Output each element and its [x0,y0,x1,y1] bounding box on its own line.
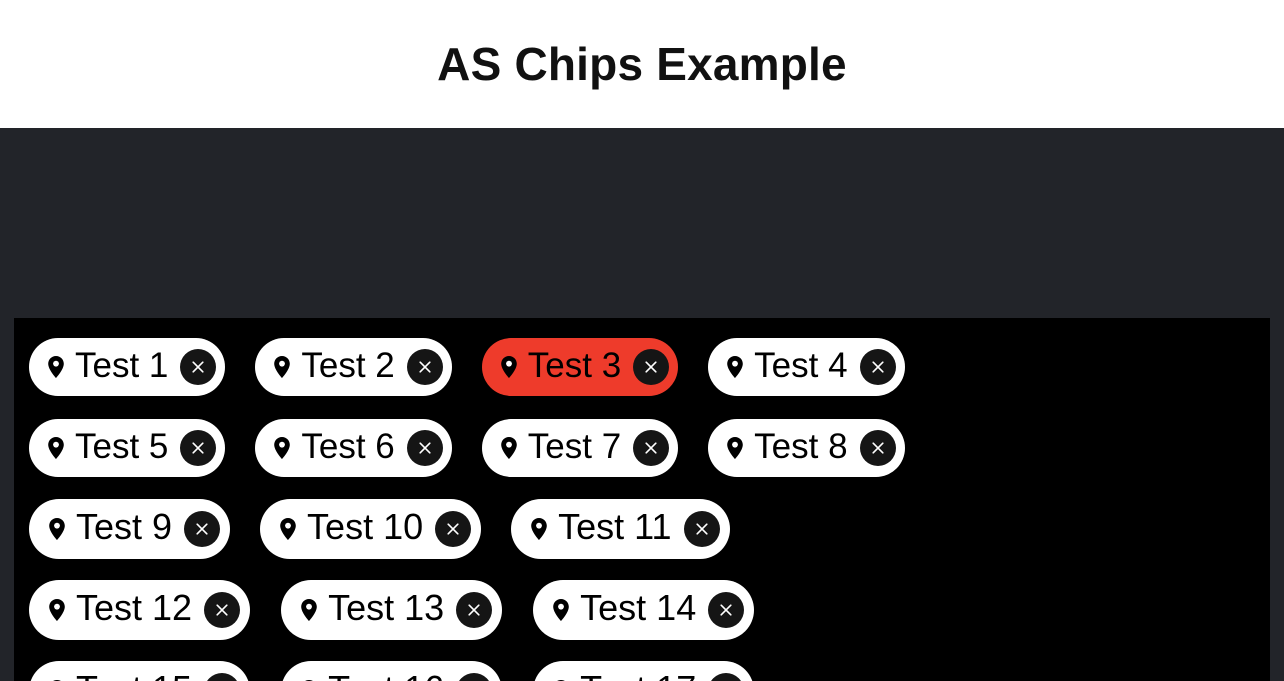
map-pin-icon [44,595,76,625]
chip-label: Test 11 [558,506,672,547]
page-title: AS Chips Example [437,38,847,90]
map-pin-icon [269,433,301,463]
map-pin-icon [548,676,580,681]
chip-remove-button[interactable] [204,672,241,681]
chip-label: Test 17 [580,671,696,681]
chip-remove-button[interactable] [406,348,443,385]
chip-label: Test 16 [328,671,444,681]
chip-label: Test 15 [76,671,192,681]
page-header: AS Chips Example [0,0,1284,128]
close-icon [717,601,735,619]
chip-label: Test 13 [328,587,445,628]
chip-test-8[interactable]: Test 8 [708,418,905,477]
close-icon [193,520,211,538]
chip-remove-button[interactable] [633,348,670,385]
map-pin-icon [44,514,76,544]
close-icon [465,601,483,619]
map-pin-icon [43,433,75,463]
chip-label: Test 3 [527,345,622,385]
close-icon [416,358,434,376]
chip-label: Test 5 [75,426,169,466]
chip-remove-button[interactable] [406,429,443,466]
close-icon [416,439,434,457]
chip-row: Test 9 Test 10 Test 11 [14,488,1270,569]
close-icon [869,439,887,457]
chip-row: Test 15 Test 16 Test 17 [14,650,1270,681]
chip-remove-button[interactable] [435,510,472,547]
chip-remove-button[interactable] [633,429,670,466]
chip-label: Test 12 [76,587,193,628]
chip-label: Test 4 [754,345,848,385]
chip-remove-button[interactable] [456,672,493,681]
chip-test-12[interactable]: Test 12 [29,579,251,640]
chip-test-3[interactable]: Test 3 [481,337,679,396]
map-pin-icon [44,676,76,681]
chip-test-2[interactable]: Test 2 [255,337,452,396]
chip-row: Test 1 Test 2 Test 3 Test 4 [14,326,1270,407]
map-pin-icon [496,352,528,382]
map-pin-icon [275,514,307,544]
chip-label: Test 14 [580,587,697,628]
chip-label: Test 7 [527,426,622,466]
map-pin-icon [269,352,301,382]
chip-label: Test 1 [75,345,169,385]
chip-remove-button[interactable] [184,510,221,547]
chip-remove-button[interactable] [180,348,217,385]
map-pin-icon [296,676,328,681]
chip-test-14[interactable]: Test 14 [533,579,755,640]
chip-test-16[interactable]: Test 16 [281,660,503,681]
chip-test-6[interactable]: Test 6 [255,418,452,477]
chip-test-11[interactable]: Test 11 [511,498,730,559]
chip-row: Test 12 Test 13 Test 14 [14,569,1270,650]
close-icon [869,358,887,376]
chip-test-7[interactable]: Test 7 [481,418,679,477]
map-pin-icon [548,595,580,625]
chip-remove-button[interactable] [180,429,217,466]
chip-test-10[interactable]: Test 10 [260,498,482,559]
chip-label: Test 10 [307,506,424,547]
chip-test-5[interactable]: Test 5 [29,418,226,477]
chip-label: Test 2 [301,345,395,385]
chip-remove-button[interactable] [683,510,720,547]
chip-test-17[interactable]: Test 17 [533,660,755,681]
chip-remove-button[interactable] [859,429,896,466]
chip-row: Test 5 Test 6 Test 7 Test 8 [14,407,1270,488]
chip-test-4[interactable]: Test 4 [708,337,905,396]
chip-remove-button[interactable] [708,672,745,681]
map-pin-icon [526,514,558,544]
map-pin-icon [296,595,328,625]
chip-test-13[interactable]: Test 13 [281,579,503,640]
chip-remove-button[interactable] [859,348,896,385]
chip-test-1[interactable]: Test 1 [29,337,226,396]
map-pin-icon [496,433,528,463]
chip-label: Test 6 [301,426,395,466]
chip-test-9[interactable]: Test 9 [29,498,231,559]
chip-label: Test 8 [754,426,848,466]
map-pin-icon [43,352,75,382]
close-icon [213,601,231,619]
chip-remove-button[interactable] [204,591,241,628]
map-pin-icon [722,433,754,463]
chip-remove-button[interactable] [708,591,745,628]
chip-label: Test 9 [76,506,173,547]
chip-remove-button[interactable] [456,591,493,628]
close-icon [642,358,660,376]
close-icon [642,439,660,457]
close-icon [693,520,711,538]
close-icon [189,439,207,457]
close-icon [189,358,207,376]
close-icon [444,520,462,538]
chip-test-15[interactable]: Test 15 [29,660,251,681]
map-pin-icon [722,352,754,382]
